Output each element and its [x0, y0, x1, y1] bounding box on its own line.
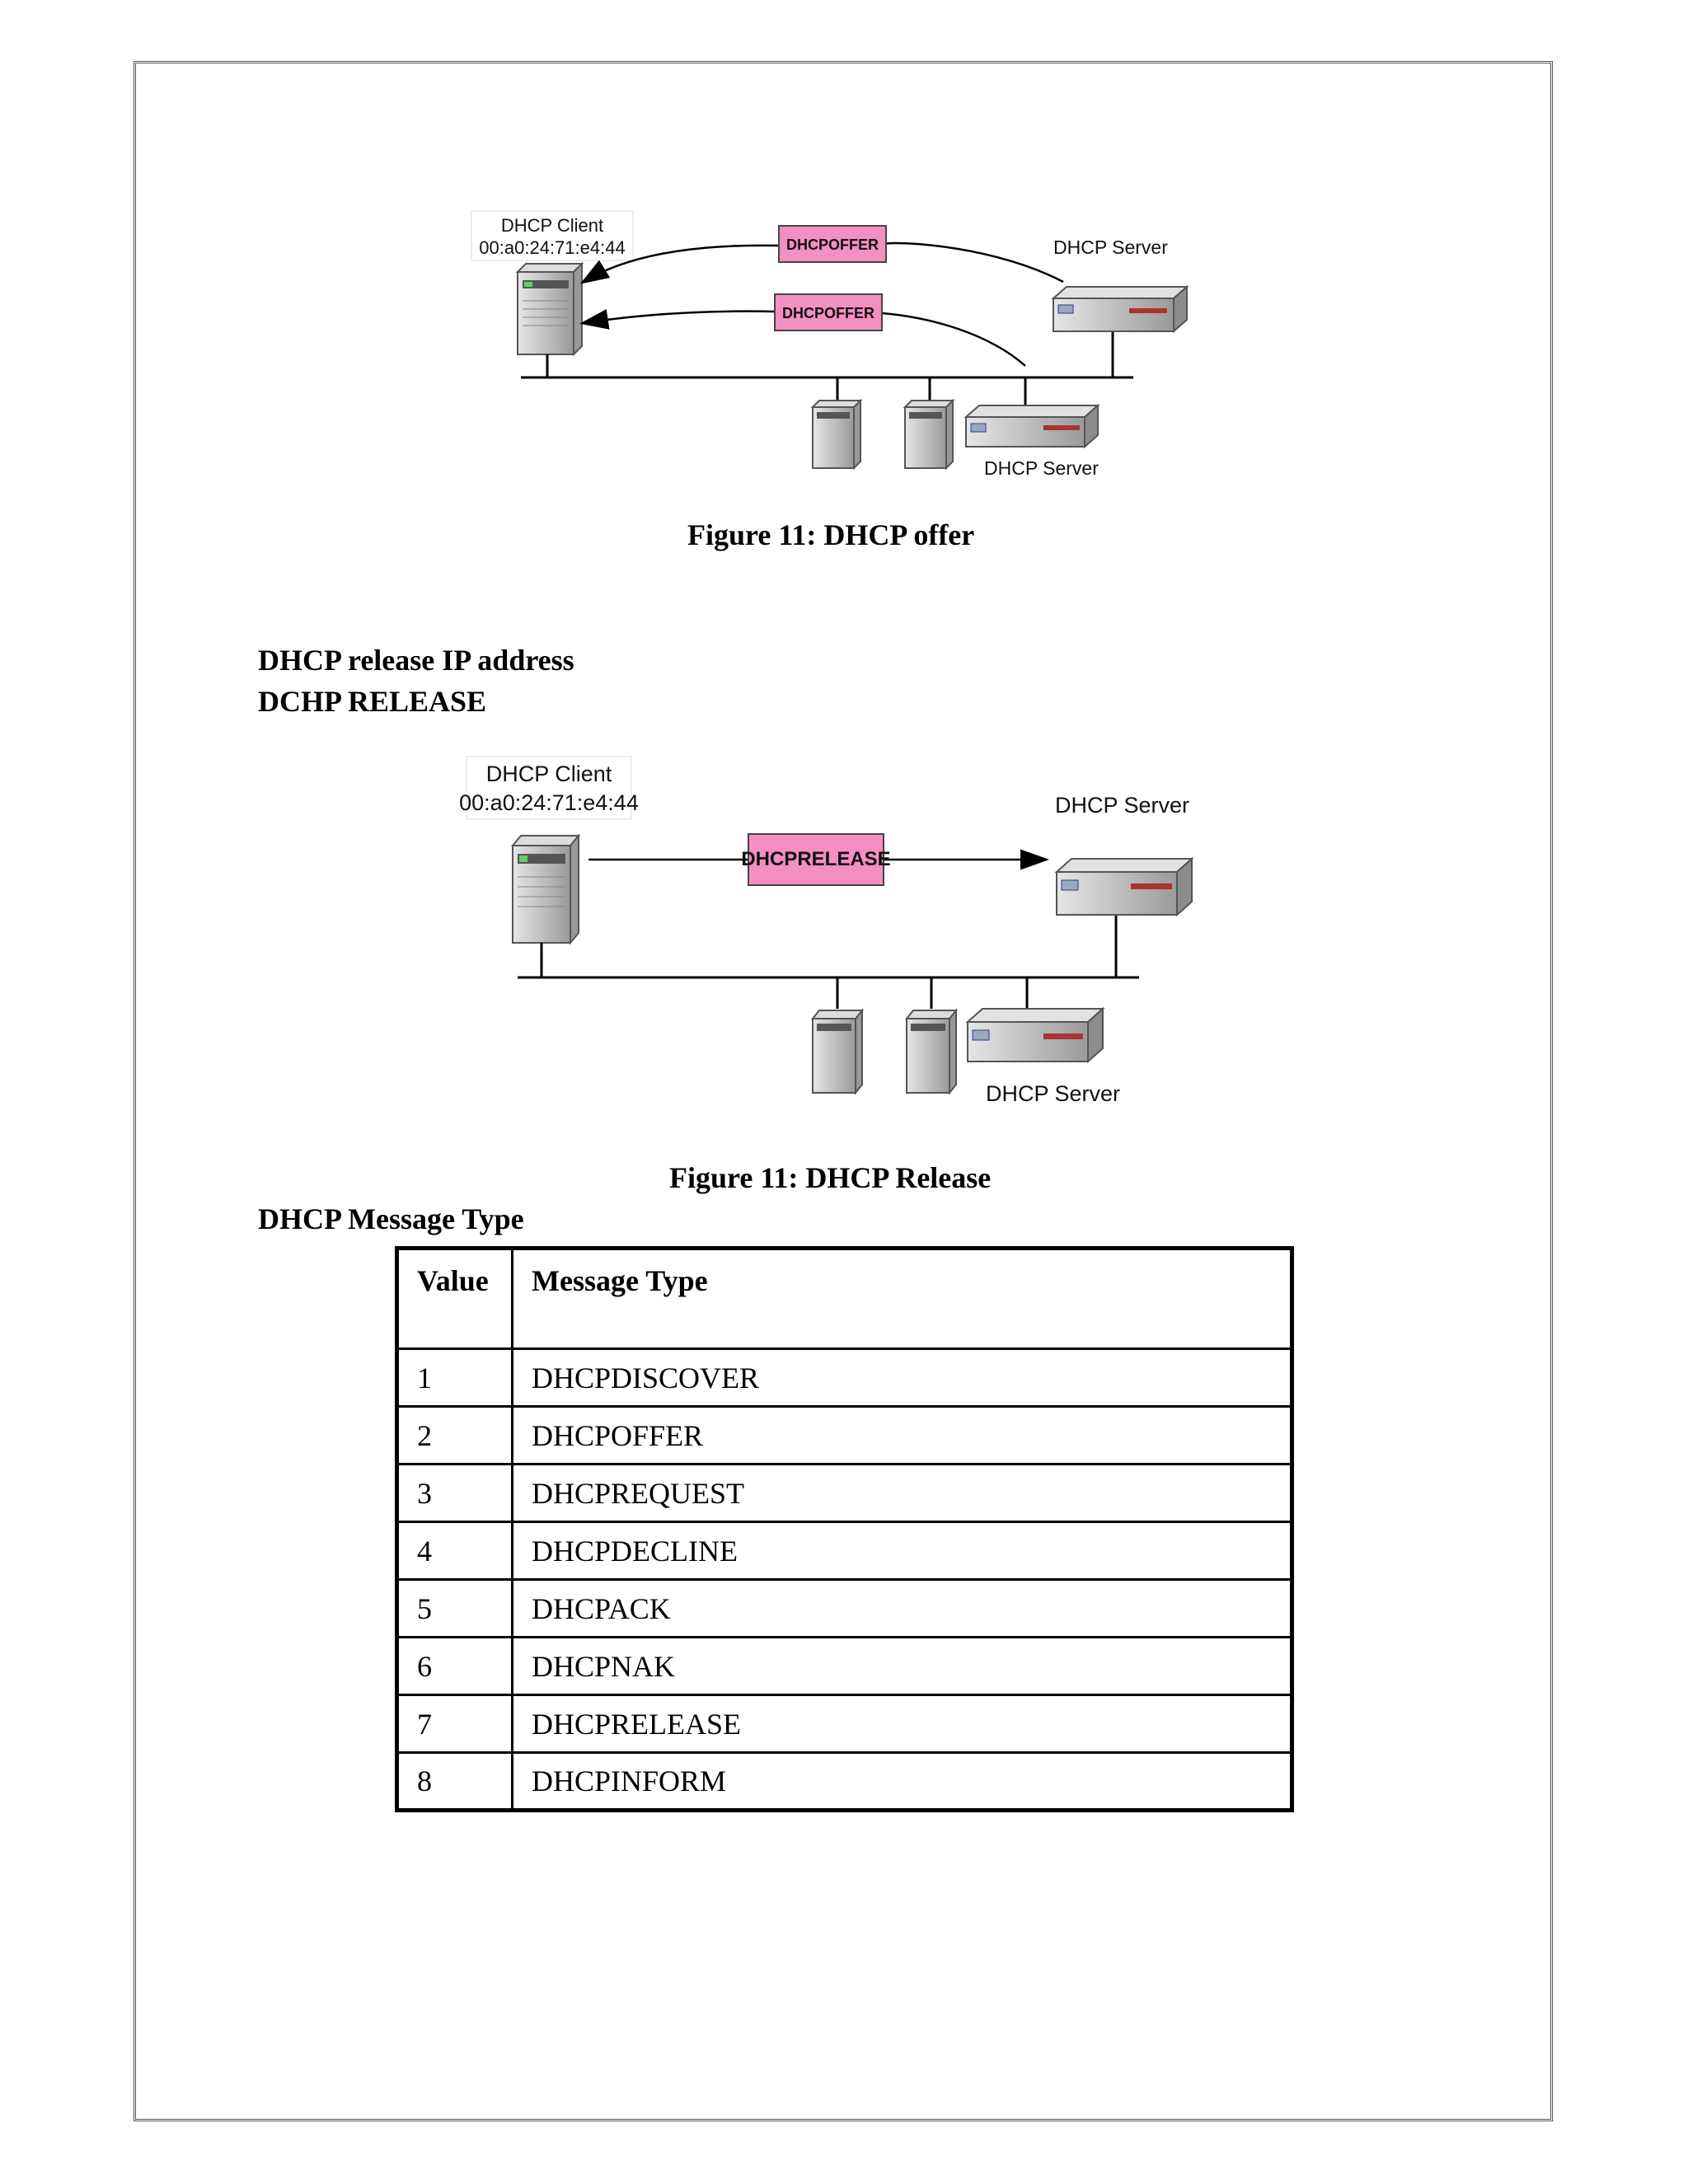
- server-label-top: DHCP Server: [1053, 237, 1168, 258]
- server-label-bottom: DHCP Server: [984, 457, 1099, 479]
- cell-value: 6: [396, 1636, 513, 1696]
- client-label-line2: 00:a0:24:71:e4:44: [479, 237, 625, 258]
- dhcp-server-top-icon: [1051, 284, 1189, 334]
- client-label-box: [466, 756, 632, 820]
- server-label-top: DHCP Server: [1055, 793, 1189, 818]
- message-label-1: DHCPOFFER: [786, 237, 879, 253]
- workstation-2-icon: [903, 398, 955, 471]
- message-label-2: DHCPOFFER: [782, 305, 874, 321]
- dhcp-server-bottom-icon: [965, 1006, 1105, 1064]
- table-header-row: Value Message Type: [396, 1247, 1293, 1350]
- figure-1-caption: Figure 11: DHCP offer: [687, 518, 975, 551]
- table-row: 6 DHCPNAK: [396, 1636, 1293, 1696]
- dhcp-server-bottom-icon: [964, 403, 1100, 449]
- cell-message-type: DHCPREQUEST: [511, 1463, 1293, 1523]
- workstation-2-icon: [904, 1008, 959, 1095]
- offer-arrow-2: [584, 312, 1026, 367]
- figure-2-caption: Figure 11: DHCP Release: [669, 1161, 992, 1194]
- cell-message-type: DHCPOFFER: [511, 1405, 1293, 1465]
- cell-message-type: DHCPINFORM: [511, 1751, 1293, 1811]
- table-row: 1 DHCPDISCOVER: [396, 1347, 1293, 1408]
- message-box-1: [778, 225, 887, 263]
- cell-value: 5: [396, 1578, 513, 1638]
- dhcp-offer-diagram: DHCP Client 00:a0:24:71:e4:44 DHCP Serve…: [471, 210, 1189, 479]
- workstation-1-icon: [810, 398, 863, 471]
- cell-message-type: DHCPACK: [511, 1578, 1293, 1638]
- column-header-message-type: Message Type: [511, 1247, 1293, 1350]
- cell-message-type: DHCPNAK: [511, 1636, 1293, 1696]
- workstation-1-icon: [810, 1008, 865, 1095]
- column-header-value: Value: [396, 1247, 513, 1350]
- table-row: 2 DHCPOFFER: [396, 1405, 1293, 1465]
- cell-message-type: DHCPDISCOVER: [511, 1347, 1293, 1408]
- cell-value: 3: [396, 1463, 513, 1523]
- table-heading: DHCP Message Type: [258, 1202, 524, 1235]
- page-frame: [134, 61, 1553, 2121]
- cell-value: 1: [396, 1347, 513, 1408]
- table-row: 5 DHCPACK: [396, 1578, 1293, 1638]
- client-label-box: [471, 210, 634, 261]
- dhcp-server-top-icon: [1054, 856, 1194, 917]
- cell-value: 4: [396, 1521, 513, 1581]
- message-label: DHCPRELEASE: [741, 848, 890, 870]
- client-tower-icon: [510, 833, 581, 945]
- dhcp-release-diagram: DHCP Client 00:a0:24:71:e4:44 DHCPRELEAS…: [459, 756, 1194, 1106]
- message-box: [748, 833, 884, 886]
- client-label-line2: 00:a0:24:71:e4:44: [459, 790, 639, 815]
- section-heading-line1: DHCP release IP address: [258, 644, 574, 677]
- client-label-line1: DHCP Client: [501, 215, 603, 236]
- table-row: 7 DHCPRELEASE: [396, 1694, 1293, 1754]
- table-row: 4 DHCPDECLINE: [396, 1521, 1293, 1581]
- cell-value: 7: [396, 1694, 513, 1754]
- message-box-2: [774, 293, 883, 331]
- client-label-line1: DHCP Client: [486, 762, 612, 786]
- table-row: 3 DHCPREQUEST: [396, 1463, 1293, 1523]
- message-type-table: Value Message Type 1 DHCPDISCOVER 2 DHCP…: [395, 1246, 1294, 1812]
- section-heading-line2: DCHP RELEASE: [258, 685, 487, 718]
- cell-message-type: DHCPDECLINE: [511, 1521, 1293, 1581]
- server-label-bottom: DHCP Server: [986, 1081, 1120, 1106]
- table-row: 8 DHCPINFORM: [396, 1751, 1293, 1811]
- cell-message-type: DHCPRELEASE: [511, 1694, 1293, 1754]
- cell-value: 8: [396, 1751, 513, 1811]
- cell-value: 2: [396, 1405, 513, 1465]
